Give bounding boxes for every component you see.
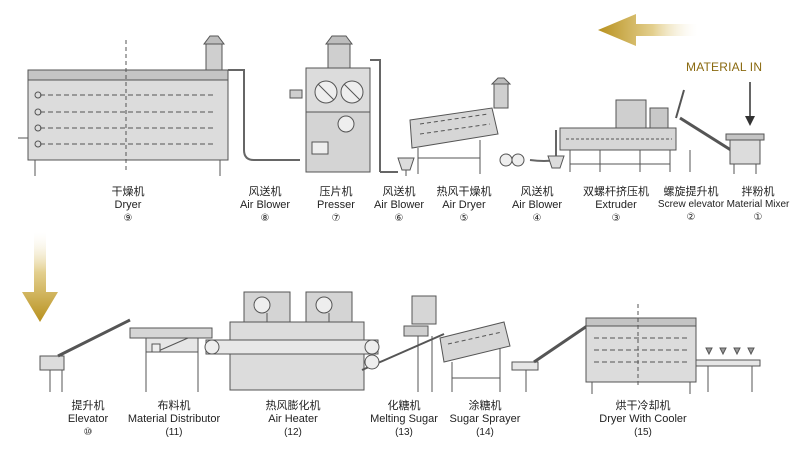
label-mixer: 拌粉机 Material Mixer ① xyxy=(726,185,790,224)
mixer-machine xyxy=(725,133,765,174)
incline-conveyor xyxy=(511,322,591,392)
dryer-cooler-machine xyxy=(585,304,761,394)
melting-sugar-machine xyxy=(361,295,445,392)
label-air-dryer: 热风干燥机 Air Dryer ⑤ xyxy=(436,185,492,225)
dryer-machine xyxy=(18,35,229,176)
pipe-7 xyxy=(370,59,381,172)
flow-arrow-down xyxy=(22,232,58,322)
label-air-blower-6: 风送机 Air Blower ⑥ xyxy=(373,185,425,225)
label-dryer-cooler: 烘干冷却机 Dryer With Cooler (15) xyxy=(599,399,687,439)
label-extruder: 双螺杆挤压机 Extruder ③ xyxy=(583,185,649,225)
air-heater-machine xyxy=(204,291,380,391)
pipe-8 xyxy=(228,69,300,161)
label-melting-sugar: 化糖机 Melting Sugar (13) xyxy=(370,399,438,439)
elevator-machine xyxy=(39,318,131,392)
label-screw-elevator: 螺旋提升机 Screw elevator ② xyxy=(657,185,725,224)
screw-elevator-machine xyxy=(675,89,735,172)
label-sugar-sprayer: 涂糖机 Sugar Sprayer (14) xyxy=(449,399,521,439)
material-in-arrow xyxy=(745,82,755,126)
label-elevator: 提升机 Elevator ⑩ xyxy=(67,399,109,439)
extruder-machine xyxy=(559,99,677,172)
flow-arrow-left xyxy=(598,14,698,46)
air-blower-6 xyxy=(397,157,415,176)
distributor-machine xyxy=(129,327,213,392)
material-in-label: MATERIAL IN xyxy=(686,60,763,74)
label-presser: 压片机 Presser ⑦ xyxy=(317,185,355,225)
presser-machine xyxy=(289,35,371,173)
label-air-heater: 热风膨化机 Air Heater (12) xyxy=(265,399,321,439)
air-blower-4 xyxy=(547,155,565,169)
label-dryer: 干燥机 Dryer ⑨ xyxy=(111,185,145,225)
label-air-blower-4: 风送机 Air Blower ④ xyxy=(511,185,563,225)
sugar-sprayer-machine xyxy=(439,321,511,392)
label-distributor: 布料机 Material Distributor (11) xyxy=(127,399,221,439)
air-dryer-machine xyxy=(409,77,525,174)
label-air-blower-8: 风送机 Air Blower ⑧ xyxy=(239,185,291,225)
